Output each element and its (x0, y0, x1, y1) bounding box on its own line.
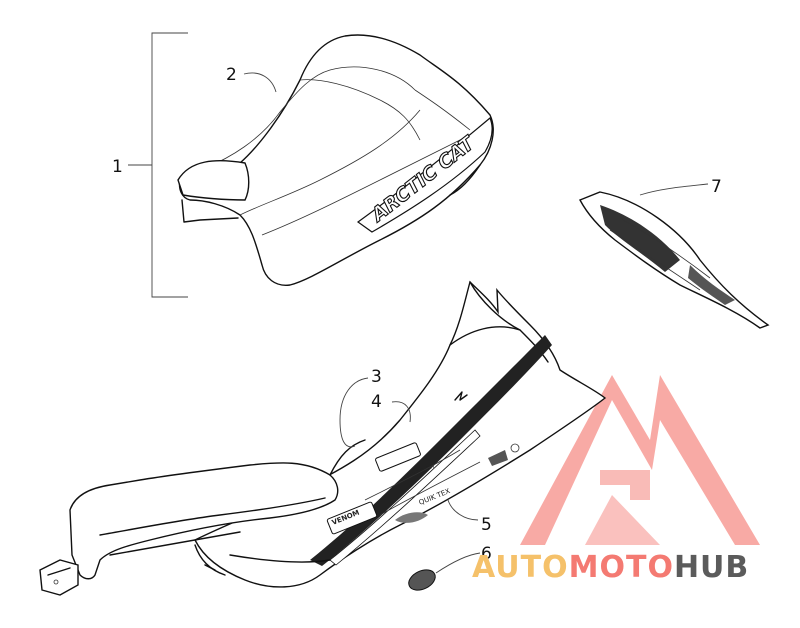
watermark-hub: HUB (674, 550, 749, 585)
callout-7: 7 (711, 177, 722, 197)
callout-1: 1 (112, 157, 123, 177)
decal-sheet-part-7 (579, 191, 770, 329)
callout-6: 6 (481, 544, 492, 564)
svg-text:AUTOMOTOHUB: AUTOMOTOHUB (472, 550, 749, 585)
callout-5: 5 (481, 515, 492, 535)
callout-2: 2 (226, 65, 237, 85)
watermark-moto: MOTO (569, 550, 674, 585)
watermark-logo-icon (520, 375, 760, 545)
hood-drawing: VENOM Snap-on QUIK TEX (39, 280, 607, 596)
watermark-auto: AUTO (472, 550, 569, 585)
callout-4: 4 (371, 392, 382, 412)
bracket-part-1 (128, 32, 188, 298)
leader-lines (243, 72, 709, 574)
watermark-text: AUTOMOTOHUB (472, 550, 749, 585)
callout-3: 3 (371, 367, 382, 387)
